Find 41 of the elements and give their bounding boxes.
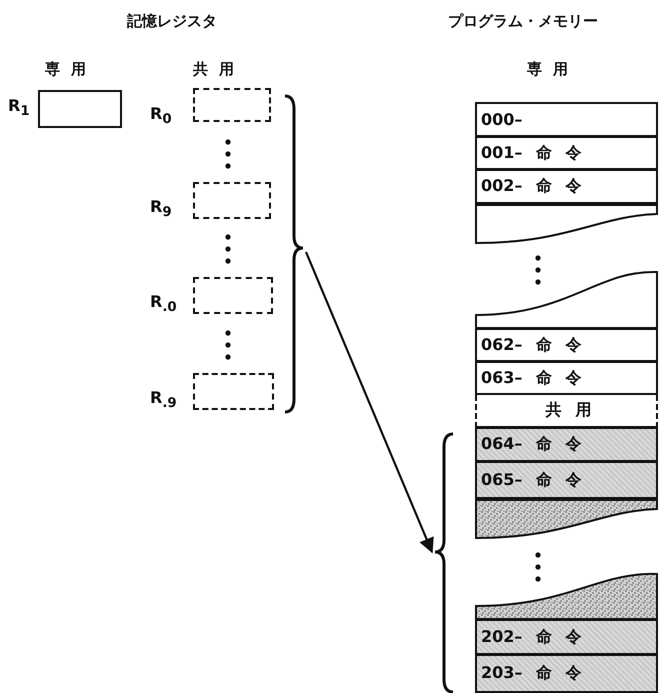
register-box bbox=[38, 90, 122, 128]
cell-text: 064– 命 令 bbox=[481, 434, 582, 455]
heading-text: 専 用 bbox=[527, 60, 568, 79]
register-label: R$_{9}$ bbox=[150, 197, 172, 220]
cell-text: 001– 命 令 bbox=[481, 142, 582, 164]
shaded-memory-cell bbox=[475, 619, 658, 655]
curly-brace bbox=[283, 95, 305, 413]
memory-cell bbox=[475, 361, 658, 395]
register-box bbox=[193, 88, 271, 122]
shaded-memory-cell bbox=[475, 427, 658, 462]
memory-cell bbox=[475, 328, 658, 362]
heading-text: 専 用 bbox=[45, 60, 86, 79]
cell-text: 002– 命 令 bbox=[481, 176, 582, 197]
cell-text: 000– bbox=[481, 110, 522, 129]
register-box bbox=[193, 277, 273, 314]
cell-text: 065– 命 令 bbox=[481, 470, 582, 490]
cell-text: 063– 命 令 bbox=[481, 368, 582, 388]
shaded-memory-cell bbox=[475, 461, 658, 499]
curly-brace bbox=[433, 433, 455, 693]
heading-text: 共 用 bbox=[193, 60, 234, 79]
memory-fragment bbox=[475, 204, 658, 246]
shaded-memory-cell bbox=[475, 654, 658, 693]
memory-cell bbox=[475, 169, 658, 204]
memory-cell bbox=[475, 102, 658, 137]
shaded-memory-fragment bbox=[475, 572, 658, 620]
register-label: R$_{.0}$ bbox=[150, 292, 177, 316]
register-box bbox=[193, 373, 274, 410]
register-label: R$_{1}$ bbox=[8, 96, 30, 120]
cell-text: 062– 命 令 bbox=[481, 334, 582, 356]
memory-cell bbox=[475, 136, 658, 170]
register-label: R$_{0}$ bbox=[150, 104, 172, 128]
heading-text: プログラム・メモリー bbox=[448, 12, 598, 31]
register-label: R$_{.9}$ bbox=[150, 388, 177, 412]
shaded-memory-fragment bbox=[475, 499, 658, 541]
heading-text: 記憶レジスタ bbox=[127, 12, 217, 31]
memory-fragment bbox=[475, 270, 658, 329]
register-box bbox=[193, 182, 271, 219]
arrow bbox=[304, 252, 434, 554]
cell-text: 202– 命 令 bbox=[481, 626, 582, 648]
cell-text: 203– 命 令 bbox=[481, 663, 582, 684]
cell-text: 共 用 bbox=[546, 400, 592, 421]
